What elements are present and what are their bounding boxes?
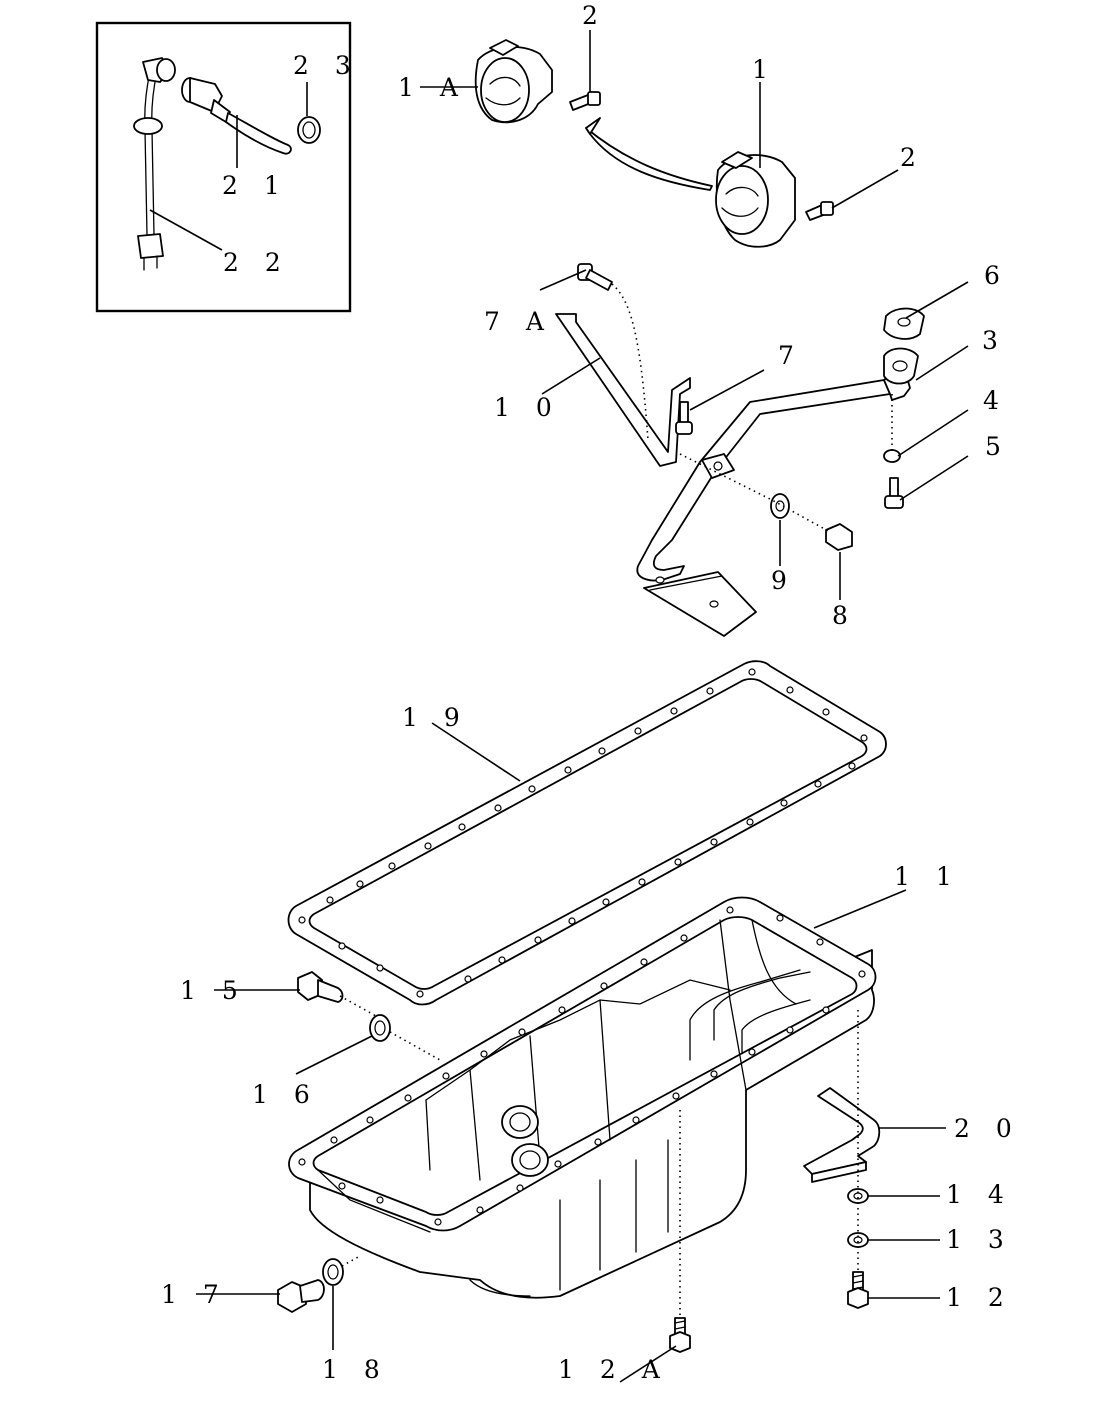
callout-3: 3 bbox=[982, 326, 1007, 355]
callout-15: 1 5 bbox=[180, 976, 247, 1005]
part-17-plug bbox=[277, 1279, 325, 1313]
callout-13: 1 3 bbox=[946, 1225, 1013, 1254]
callout-16: 1 6 bbox=[252, 1080, 319, 1109]
callout-17: 1 7 bbox=[161, 1280, 228, 1309]
part-8-nut bbox=[825, 523, 853, 551]
part-2-bolt-upper bbox=[569, 91, 601, 111]
part-1a-oil-pump bbox=[474, 39, 553, 124]
callout-12: 1 2 bbox=[946, 1283, 1013, 1312]
callout-18: 1 8 bbox=[322, 1355, 389, 1384]
callout-23: 2 3 bbox=[293, 51, 360, 80]
callout-6: 6 bbox=[984, 261, 1009, 290]
part-4-washer bbox=[883, 449, 901, 463]
part-6-gasket bbox=[883, 307, 925, 340]
part-20-bracket bbox=[803, 1087, 881, 1183]
callout-14: 1 4 bbox=[946, 1180, 1013, 1209]
callout-22: 2 2 bbox=[223, 248, 290, 277]
inset-frame bbox=[95, 21, 352, 313]
callout-9: 9 bbox=[771, 566, 796, 595]
callout-5: 5 bbox=[985, 432, 1010, 461]
part-23-o-ring bbox=[297, 116, 321, 144]
part-1-oil-pump bbox=[715, 151, 796, 248]
part-7-bolt bbox=[675, 401, 693, 435]
callout-12a: 1 2 A bbox=[558, 1355, 669, 1384]
part-3-suction-tube bbox=[636, 347, 919, 637]
part-5-bolt bbox=[884, 477, 904, 509]
callout-11: 1 1 bbox=[894, 862, 961, 891]
callout-4: 4 bbox=[983, 386, 1008, 415]
callout-2-upper: 2 bbox=[582, 1, 607, 30]
part-22-wire-harness bbox=[133, 57, 176, 271]
callout-2-right: 2 bbox=[900, 143, 925, 172]
callout-19: 1 9 bbox=[402, 703, 469, 732]
callout-21: 2 1 bbox=[222, 171, 289, 200]
callout-7a: 7 A bbox=[484, 307, 553, 336]
replacement-arrow bbox=[585, 127, 713, 191]
part-2-bolt-right bbox=[805, 201, 834, 221]
part-12a-bolt bbox=[669, 1317, 691, 1353]
part-21-sensor-probe bbox=[181, 77, 292, 155]
callout-1: 1 bbox=[752, 55, 777, 84]
callout-10: 1 0 bbox=[494, 393, 561, 422]
part-11-oil-pan bbox=[288, 896, 877, 1299]
part-10-bracket bbox=[555, 313, 691, 467]
part-7a-bolt bbox=[577, 263, 613, 291]
callout-20: 2 0 bbox=[954, 1114, 1021, 1143]
callout-7: 7 bbox=[778, 341, 803, 370]
callout-1a: 1 A bbox=[398, 73, 467, 102]
part-19-oil-pan-gasket bbox=[287, 660, 887, 1006]
callout-8: 8 bbox=[832, 601, 857, 630]
sensor-inset: 2 1 2 2 2 3 bbox=[95, 21, 360, 313]
part-15-plug bbox=[297, 971, 344, 1003]
part-12-bolt bbox=[847, 1271, 869, 1309]
